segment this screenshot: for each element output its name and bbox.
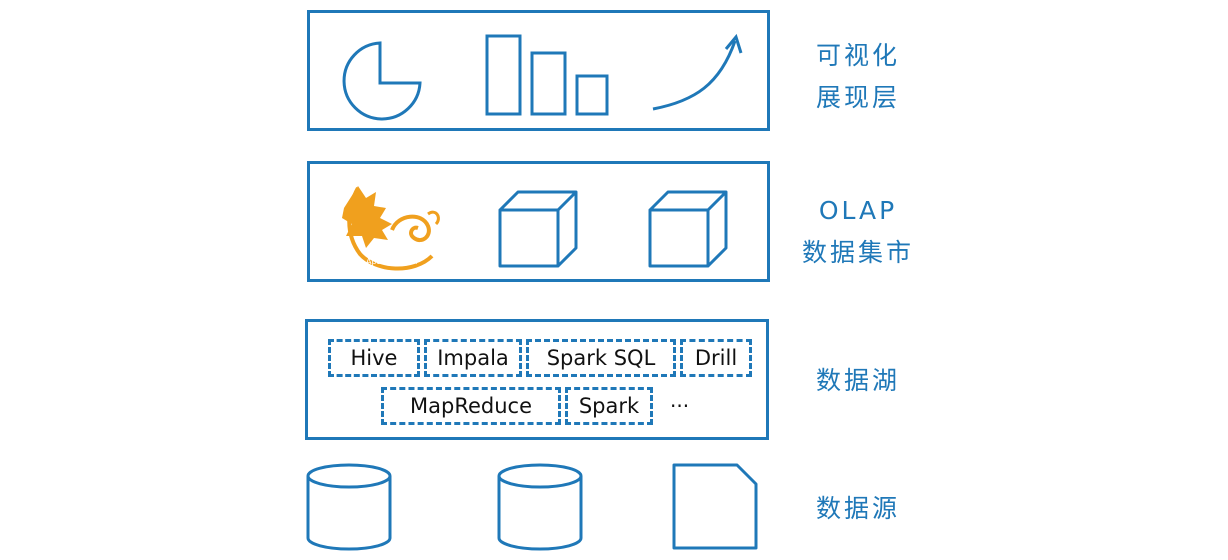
data-lake-layer-box: Hive Impala Spark SQL Drill MapReduce Sp…: [305, 319, 769, 440]
olap-layer-box: Apache Kylin: [307, 161, 770, 282]
visualization-layer-label: 可视化 展现层: [815, 41, 900, 112]
engine-tag-spark: Spark: [565, 387, 653, 425]
engine-tag-spark-sql: Spark SQL: [526, 339, 676, 377]
svg-text:Apache Kylin: Apache Kylin: [366, 257, 417, 266]
engine-tag-hive: Hive: [328, 339, 420, 377]
bar-chart-icon: [485, 34, 609, 116]
pie-chart-icon: [342, 41, 422, 121]
cube-icon: [498, 190, 578, 268]
olap-layer-label: OLAP 数据集市: [801, 196, 914, 267]
engine-tag-drill: Drill: [680, 339, 752, 377]
visualization-layer-box: [307, 10, 770, 131]
database-icon: [306, 463, 392, 551]
data-source-layer-label: 数据源: [815, 494, 900, 523]
engine-tag-impala: Impala: [424, 339, 522, 377]
kylin-logo-icon: Apache Kylin: [342, 186, 440, 271]
document-icon: [672, 463, 758, 550]
data-lake-layer-label: 数据湖: [815, 366, 900, 395]
engine-tag-mapreduce: MapReduce: [381, 387, 561, 425]
trend-arrow-icon: [652, 33, 743, 111]
cube-icon: [648, 190, 728, 268]
more-engines-ellipsis: ···: [670, 394, 690, 418]
database-icon: [497, 463, 583, 551]
